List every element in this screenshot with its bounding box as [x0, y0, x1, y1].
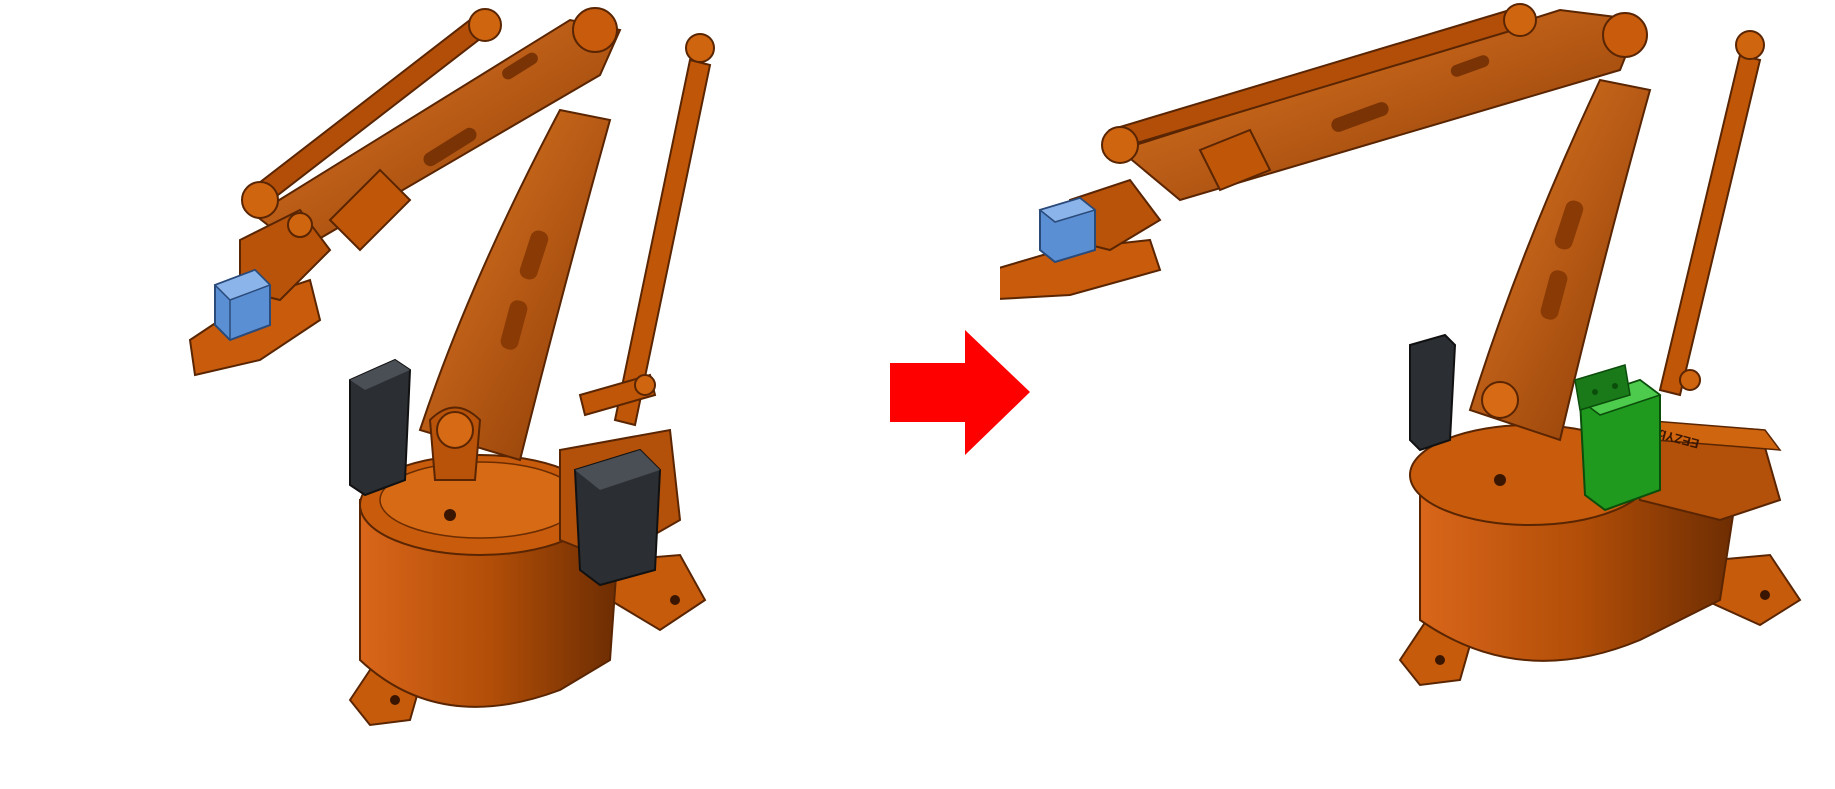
- right-arrow-icon: [890, 330, 1030, 455]
- forearm: [241, 7, 622, 252]
- rear-link-rod: [1658, 30, 1765, 397]
- right-robot-arm-render: EEZYbotARM: [1000, 3, 1802, 687]
- upper-arm: [1468, 78, 1652, 442]
- green-module: [1574, 364, 1662, 512]
- shoulder-servo-black: [349, 358, 412, 497]
- gripper-servo-blue: [213, 268, 272, 342]
- upper-arm: [418, 108, 612, 481]
- forearm: [1101, 3, 1648, 202]
- elbow-servo-black: [573, 448, 662, 587]
- rear-link-rod: [578, 33, 715, 427]
- gripper-servo-blue: [1038, 196, 1097, 264]
- shoulder-servo-black: [1409, 333, 1457, 452]
- left-robot-arm-render: [188, 7, 715, 727]
- base-cylinder: EEZYbotARM: [1409, 415, 1782, 662]
